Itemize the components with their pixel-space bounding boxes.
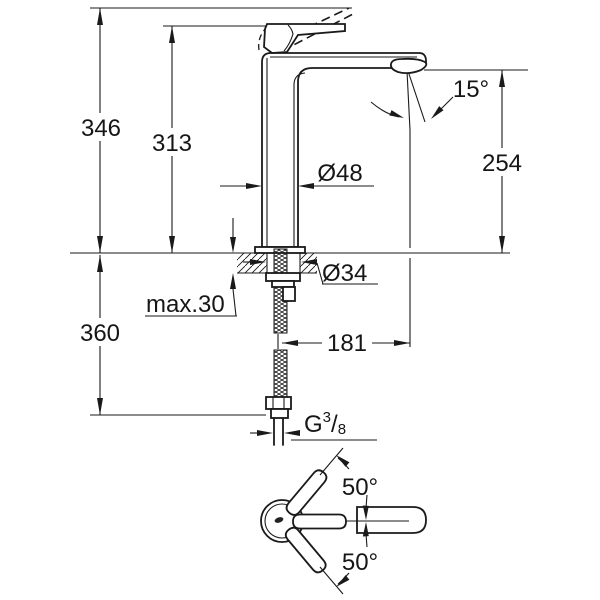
faucet-body-outline [261, 52, 427, 248]
arrowhead [97, 8, 103, 25]
counter-hatch-left [237, 253, 267, 273]
mounting-nut [265, 272, 301, 282]
arrowhead [282, 340, 298, 346]
countertop-section [237, 253, 317, 274]
swivel-lower-label: 50° [342, 549, 378, 576]
swivel-arc-upper [337, 457, 350, 470]
ext-line-swivel-lower [319, 566, 344, 595]
dim-under-counter-label: 360 [80, 320, 120, 347]
arrowhead [499, 70, 505, 87]
dim-counter-thickness-label: max.30 [146, 291, 225, 318]
swivel-upper-label: 50° [342, 474, 378, 501]
braided-hose-lower [273, 349, 288, 398]
arrowhead [246, 183, 262, 189]
swivel-arc-lower [337, 572, 350, 585]
arrowhead [97, 255, 103, 272]
faucet-side-view [254, 7, 428, 254]
hose-side-connector [282, 286, 296, 302]
stream-reference-line [406, 70, 411, 347]
brand-mark [274, 517, 284, 523]
arrowhead [230, 237, 236, 253]
dim-body-diameter-label: Ø48 [317, 160, 362, 187]
dimension-lines [70, 7, 528, 416]
ext-line-swivel-upper [319, 447, 344, 476]
arrowhead [431, 106, 444, 119]
aerator-outlet [389, 57, 428, 75]
spout-top-view [356, 506, 427, 534]
supply-hose-assembly [250, 248, 377, 446]
dim-handle-height-label: 313 [152, 130, 192, 157]
arrowhead [389, 110, 404, 118]
handle-position-center [292, 513, 347, 530]
handle-position-lower [284, 526, 327, 574]
arrowhead [394, 340, 410, 346]
thread-size-label: G3/8 [304, 409, 346, 438]
leader-max30 [232, 288, 237, 317]
arrowhead [362, 505, 369, 520]
counter-hatch-right [300, 253, 317, 273]
arrowhead [97, 236, 103, 253]
faucet-top-view [260, 447, 427, 595]
arrowhead [169, 236, 175, 253]
arrowhead [284, 430, 300, 436]
body-inner-edge-right [293, 72, 306, 247]
dim-overall-height-label: 346 [81, 115, 121, 142]
dim-outlet-angle-label: 15° [453, 76, 489, 103]
leader-d34 [316, 262, 324, 285]
handle-detail-line [283, 24, 294, 52]
dim-outlet-height-label: 254 [482, 150, 522, 177]
arrowhead [362, 522, 369, 537]
lever-handle [263, 23, 346, 54]
arrowhead [230, 273, 236, 289]
arrowhead [257, 430, 273, 436]
arrowhead [336, 575, 350, 587]
arrowhead [298, 183, 314, 189]
dimension-labels: 346 313 254 360 181 Ø48 Ø34 max.30 15° G… [80, 76, 522, 576]
stream-angle-line [407, 70, 426, 123]
arrowhead [336, 455, 350, 467]
dim-hole-diameter-label: Ø34 [322, 260, 367, 287]
arrowhead [499, 236, 505, 253]
arrowhead [97, 398, 103, 415]
dim-spout-reach-label: 181 [327, 330, 367, 357]
hose-union [270, 408, 289, 419]
hose-nut [265, 396, 292, 410]
arrowhead [169, 26, 175, 43]
handle-position-upper [285, 469, 328, 516]
